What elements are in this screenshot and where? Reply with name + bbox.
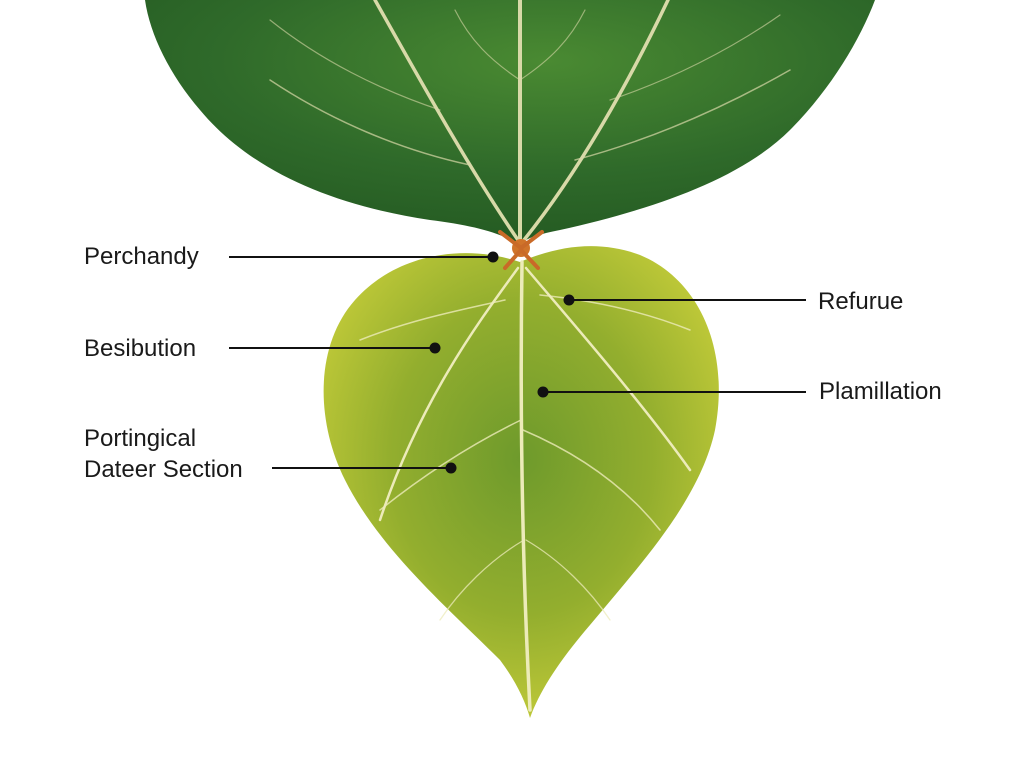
petiole-node-stems (498, 230, 544, 270)
marker-portingical (445, 462, 457, 474)
marker-refurue (563, 294, 575, 306)
upper-leaf (145, 0, 875, 245)
marker-perchandy (487, 251, 499, 263)
label-perchandy: Perchandy (84, 243, 199, 270)
lower-leaf-veins (359, 260, 692, 712)
label-plamillation: Plamillation (819, 378, 942, 405)
label-refurue: Refurue (818, 288, 904, 315)
leader-lines (229, 256, 806, 469)
upper-leaf-veins (269, 0, 791, 242)
label-portingical-line2: Dateer Section (84, 456, 243, 483)
label-portingical-line1: Portingical (84, 425, 197, 452)
label-portingical-dateer-section: Portingical Dateer Section (84, 423, 243, 485)
label-besibution: Besibution (84, 335, 197, 362)
leader-markers (429, 251, 575, 474)
marker-plamillation (537, 386, 549, 398)
marker-besibution (429, 342, 441, 354)
